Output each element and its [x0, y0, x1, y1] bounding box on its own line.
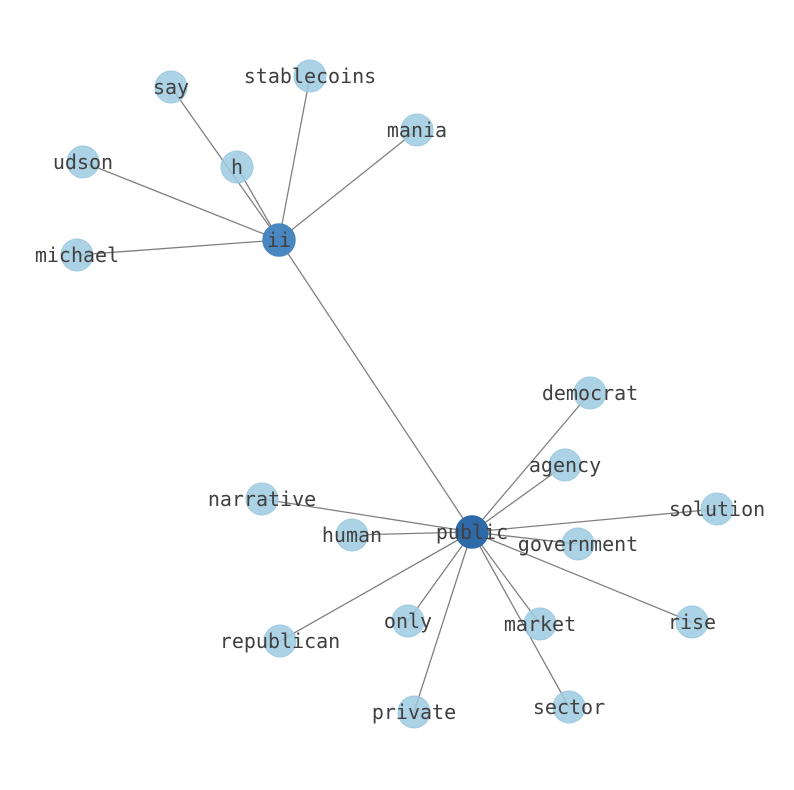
node-stablecoins — [293, 59, 327, 93]
label-h: h — [231, 155, 243, 179]
edge-public-agency — [471, 464, 566, 533]
node-solution — [700, 492, 734, 526]
node-udson — [66, 145, 100, 179]
node-mania — [400, 113, 434, 147]
node-human — [335, 518, 369, 552]
edge-public-government — [471, 531, 579, 545]
node-h — [220, 150, 254, 184]
node-say — [154, 70, 188, 104]
label-stablecoins: stablecoins — [244, 64, 376, 88]
edge-public-market — [471, 531, 541, 625]
edge-ii-public — [278, 239, 473, 533]
label-ii: ii — [267, 228, 291, 252]
node-private — [397, 695, 431, 729]
label-government: government — [518, 532, 638, 556]
edge-public-democrat — [471, 392, 591, 533]
label-human: human — [322, 523, 382, 547]
edge-public-solution — [471, 508, 718, 533]
label-republican: republican — [220, 629, 340, 653]
node-michael — [60, 238, 94, 272]
edge-public-private — [413, 531, 473, 713]
node-narrative — [245, 482, 279, 516]
node-ii — [262, 223, 296, 257]
edge-public-human — [351, 531, 473, 536]
node-sector — [552, 690, 586, 724]
label-say: say — [153, 75, 189, 99]
label-public: public — [436, 520, 508, 544]
label-private: private — [372, 700, 456, 724]
label-market: market — [504, 612, 576, 636]
node-market — [523, 607, 557, 641]
edge-ii-mania — [278, 129, 418, 241]
label-solution: solution — [669, 497, 765, 521]
label-sector: sector — [533, 695, 605, 719]
label-mania: mania — [387, 118, 447, 142]
label-rise: rise — [668, 610, 716, 634]
node-democrat — [573, 376, 607, 410]
edge-ii-stablecoins — [278, 75, 311, 241]
label-udson: udson — [53, 150, 113, 174]
label-democrat: democrat — [542, 381, 638, 405]
edge-public-narrative — [261, 498, 473, 533]
label-only: only — [384, 609, 432, 633]
edge-public-only — [407, 531, 473, 622]
edge-ii-udson — [82, 161, 280, 241]
nodes-layer — [60, 59, 734, 729]
label-michael: michael — [35, 243, 119, 267]
node-only — [391, 604, 425, 638]
node-public — [455, 515, 489, 549]
label-agency: agency — [529, 453, 601, 477]
label-narrative: narrative — [208, 487, 316, 511]
node-government — [561, 527, 595, 561]
edge-ii-michael — [76, 239, 280, 256]
edge-public-sector — [471, 531, 570, 708]
edge-public-rise — [471, 531, 693, 623]
node-rise — [675, 605, 709, 639]
node-agency — [548, 448, 582, 482]
edge-public-republican — [279, 531, 473, 642]
node-republican — [263, 624, 297, 658]
labels-layer: ii public say stablecoins mania h udson michael… — [35, 64, 765, 724]
edges-layer — [76, 75, 718, 713]
